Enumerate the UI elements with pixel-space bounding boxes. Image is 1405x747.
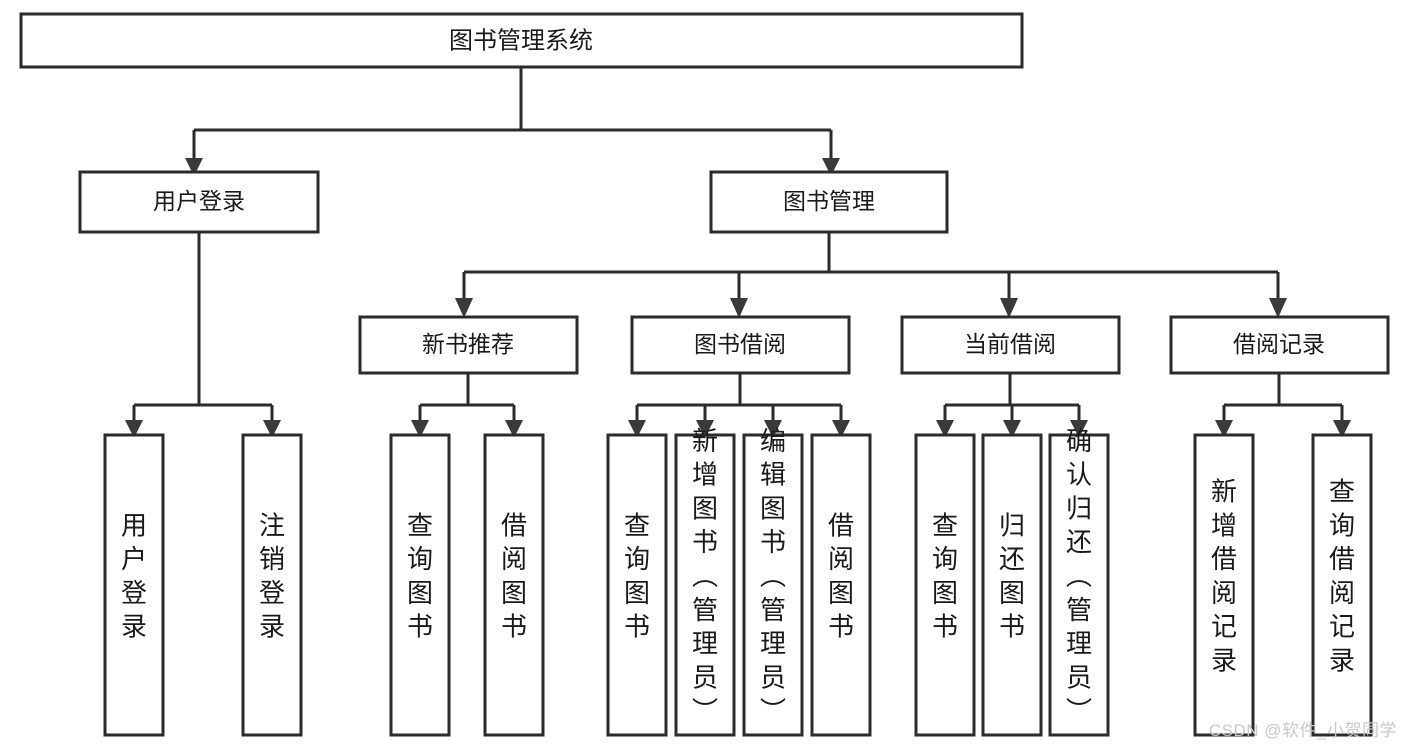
connector-current-borrow-to-leaves (943, 373, 1081, 422)
node-leaf-edit-book-label: 编辑图书︵管理员︶ (760, 426, 786, 726)
node-leaf-query-book-3-box[interactable] (914, 433, 976, 737)
node-leaf-add-book[interactable]: 新增图书︵管理员︶ (674, 426, 736, 737)
connector-new-book-rec-to-leaves (418, 373, 516, 422)
arrow-to-leaf-return-book (1003, 420, 1021, 438)
arrow-to-leaf-query-book-1 (411, 420, 429, 438)
arrow-to-current-borrow (1000, 298, 1018, 318)
node-leaf-add-book-box[interactable] (674, 433, 736, 737)
arrow-to-leaf-logout (263, 420, 281, 438)
node-leaf-edit-book[interactable]: 编辑图书︵管理员︶ (742, 426, 804, 737)
node-leaf-query-record-box[interactable] (1311, 433, 1373, 737)
arrow-to-book-borrow (730, 298, 748, 318)
node-leaf-borrow-book-1-box[interactable] (483, 433, 545, 737)
node-leaf-borrow-book-2[interactable]: 借阅图书 (810, 433, 872, 737)
node-borrow-record-box[interactable] (1169, 315, 1390, 375)
arrow-to-leaf-borrow-book-2 (832, 420, 850, 438)
leaf-layer: 用户登录 注销登录 查询图书 借阅图书 查询图书 新增图书︵管理员︶ (103, 426, 1373, 737)
node-book-manage[interactable]: 图书管理 (709, 170, 949, 234)
node-current-borrow-box[interactable] (900, 315, 1121, 375)
node-leaf-logout[interactable]: 注销登录 (241, 433, 303, 737)
node-leaf-add-record-label: 新增借阅记录 (1211, 477, 1237, 676)
arrow-to-leaf-add-book (696, 420, 714, 438)
node-leaf-confirm-return-box[interactable] (1048, 433, 1110, 737)
node-book-manage-box[interactable] (709, 170, 949, 234)
node-leaf-add-record-box[interactable] (1193, 433, 1255, 737)
connector-borrow-record-to-leaves (1222, 373, 1344, 422)
node-leaf-query-book-3-label: 查询图书 (932, 510, 958, 641)
arrow-to-leaf-query-book-2 (628, 420, 646, 438)
node-leaf-confirm-return-label: 确认归还︵管理员︶ (1066, 426, 1092, 726)
node-new-book-rec-box[interactable] (358, 315, 579, 375)
node-leaf-query-book-2-box[interactable] (606, 433, 668, 737)
node-root-label: 图书管理系统 (449, 27, 593, 54)
connector-user-login-to-leaves (132, 232, 274, 422)
node-leaf-query-book-1-box[interactable] (389, 433, 451, 737)
node-leaf-user-login-label: 用户登录 (121, 510, 147, 641)
node-current-borrow[interactable]: 当前借阅 (900, 315, 1121, 375)
connector-book-manage-to-level3 (462, 232, 1280, 300)
node-leaf-query-book-1[interactable]: 查询图书 (389, 433, 451, 737)
csdn-watermark: CSDN @软件_小贺同学 (1208, 721, 1397, 740)
node-book-borrow[interactable]: 图书借阅 (630, 315, 851, 375)
node-book-borrow-box[interactable] (630, 315, 851, 375)
node-leaf-query-record[interactable]: 查询借阅记录 (1311, 433, 1373, 737)
arrow-to-leaf-query-book-3 (936, 420, 954, 438)
node-book-borrow-label: 图书借阅 (694, 331, 786, 357)
node-leaf-confirm-return[interactable]: 确认归还︵管理员︶ (1048, 426, 1110, 737)
node-borrow-record-label: 借阅记录 (1233, 331, 1325, 357)
arrow-to-leaf-confirm-return (1070, 420, 1088, 438)
node-leaf-logout-box[interactable] (241, 433, 303, 737)
node-leaf-borrow-book-1-label: 借阅图书 (501, 510, 527, 641)
node-user-login-box[interactable] (78, 170, 320, 234)
node-leaf-borrow-book-1[interactable]: 借阅图书 (483, 433, 545, 737)
node-leaf-query-book-3[interactable]: 查询图书 (914, 433, 976, 737)
node-leaf-query-book-1-label: 查询图书 (407, 510, 433, 641)
node-leaf-query-book-2-label: 查询图书 (624, 510, 650, 641)
connector-layer (125, 67, 1351, 438)
node-leaf-query-record-label: 查询借阅记录 (1329, 477, 1355, 676)
connector-book-borrow-to-leaves (635, 373, 843, 422)
arrow-root-to-user-login (185, 158, 203, 176)
node-root[interactable]: 图书管理系统 (19, 12, 1024, 69)
arrow-root-to-book-manage (822, 158, 840, 176)
node-leaf-add-record[interactable]: 新增借阅记录 (1193, 433, 1255, 737)
connector-root-to-level2 (192, 67, 833, 160)
node-borrow-record[interactable]: 借阅记录 (1169, 315, 1390, 375)
arrow-to-leaf-borrow-book-1 (505, 420, 523, 438)
node-leaf-return-book-box[interactable] (981, 433, 1043, 737)
node-leaf-return-book[interactable]: 归还图书 (981, 433, 1043, 737)
node-leaf-borrow-book-2-box[interactable] (810, 433, 872, 737)
arrow-to-leaf-add-record (1215, 420, 1233, 438)
arrow-to-leaf-user-login (125, 420, 143, 438)
node-book-manage-label: 图书管理 (783, 188, 875, 214)
node-leaf-borrow-book-2-label: 借阅图书 (828, 510, 854, 641)
node-user-login[interactable]: 用户登录 (78, 170, 320, 234)
node-leaf-return-book-label: 归还图书 (999, 510, 1025, 641)
node-root-box[interactable] (19, 12, 1024, 69)
node-leaf-user-login-box[interactable] (103, 433, 165, 737)
node-new-book-rec[interactable]: 新书推荐 (358, 315, 579, 375)
node-leaf-add-book-label: 新增图书︵管理员︶ (692, 426, 718, 726)
arrow-to-borrow-record (1269, 298, 1287, 318)
node-leaf-query-book-2[interactable]: 查询图书 (606, 433, 668, 737)
node-current-borrow-label: 当前借阅 (964, 331, 1056, 357)
node-user-login-label: 用户登录 (153, 188, 245, 214)
node-new-book-rec-label: 新书推荐 (422, 331, 514, 357)
node-leaf-logout-label: 注销登录 (259, 510, 285, 641)
node-leaf-edit-book-box[interactable] (742, 433, 804, 737)
arrow-to-new-book-rec (455, 298, 473, 318)
node-leaf-user-login[interactable]: 用户登录 (103, 433, 165, 737)
arrow-to-leaf-edit-book (764, 420, 782, 438)
arrow-to-leaf-query-record (1333, 420, 1351, 438)
